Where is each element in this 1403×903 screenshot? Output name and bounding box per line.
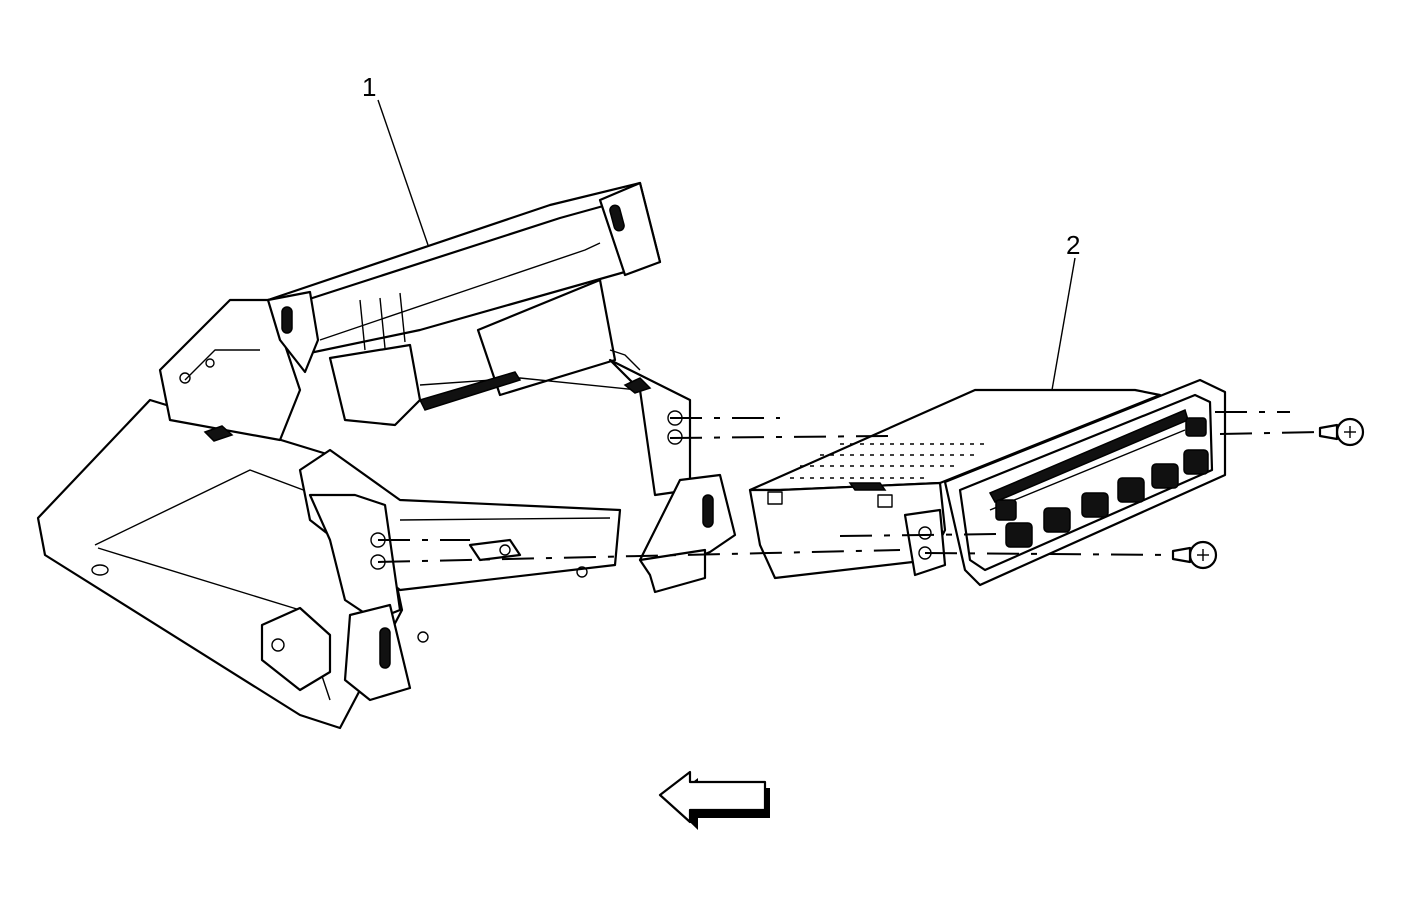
mounting-bracket [36,181,737,730]
direction-arrow-left-icon [658,770,770,830]
radio-control-module [748,378,1227,587]
vent-pattern [790,443,990,479]
screw-lower [1171,540,1218,570]
callout-1: 1 [362,72,429,246]
alignment-lines [377,411,1319,563]
front-panel-buttons [995,417,1209,548]
callout-2: 2 [1051,230,1080,391]
callout-1-label: 1 [362,72,376,102]
screw-upper [1318,417,1365,447]
callout-2-label: 2 [1066,230,1080,260]
